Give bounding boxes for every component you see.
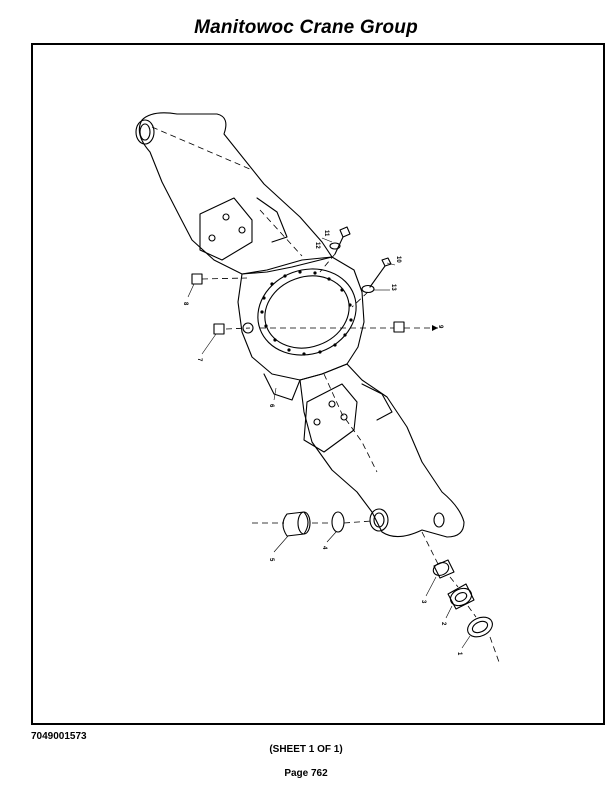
centerline-upper	[151, 126, 253, 171]
document-number: 7049001573	[31, 731, 87, 742]
upper-mounting-pad	[199, 197, 253, 261]
plug-right	[393, 321, 405, 333]
lower-mounting-pad	[303, 383, 358, 453]
callout-6: 6	[268, 404, 274, 408]
axle-exploded-diagram: 11 12 10 13 8 9 7 6 5 4 3 2 1	[135, 112, 500, 663]
upper-end-opening	[135, 119, 155, 145]
washer-12-top	[329, 242, 341, 250]
centerline-lower	[252, 520, 373, 524]
diagram-frame: 11 12 10 13 8 9 7 6 5 4 3 2 1	[31, 43, 605, 725]
bushing-5	[282, 511, 309, 537]
seal-1	[467, 616, 493, 638]
callout-9: 9	[437, 325, 443, 329]
bearing-cone-3	[433, 559, 455, 579]
page-title: Manitowoc Crane Group	[194, 17, 418, 38]
callout-13: 13	[390, 284, 396, 291]
callout-1: 1	[456, 652, 462, 656]
center-housing	[237, 256, 365, 381]
sheet-indicator: (SHEET 1 OF 1)	[269, 744, 343, 755]
washer-13	[361, 284, 375, 294]
fitting-8	[191, 273, 203, 285]
plug-7	[213, 323, 225, 335]
bolt-10	[369, 257, 392, 288]
callout-8: 8	[182, 302, 188, 306]
axle-lower-arm	[299, 363, 465, 538]
callout-11: 11	[323, 230, 329, 237]
callout-4: 4	[321, 546, 327, 550]
callout-5: 5	[268, 558, 274, 562]
lower-end-opening	[369, 508, 389, 532]
callout-3: 3	[420, 600, 426, 604]
ring-4	[331, 511, 345, 533]
bolt-11	[334, 226, 351, 255]
callout-2: 2	[440, 622, 446, 626]
callout-7: 7	[196, 358, 202, 362]
page-number: Page 762	[284, 768, 328, 779]
axle-upper-arm	[138, 112, 333, 275]
side-plug-boss	[242, 322, 254, 334]
callout-10: 10	[395, 256, 401, 263]
callout-12: 12	[314, 242, 320, 249]
